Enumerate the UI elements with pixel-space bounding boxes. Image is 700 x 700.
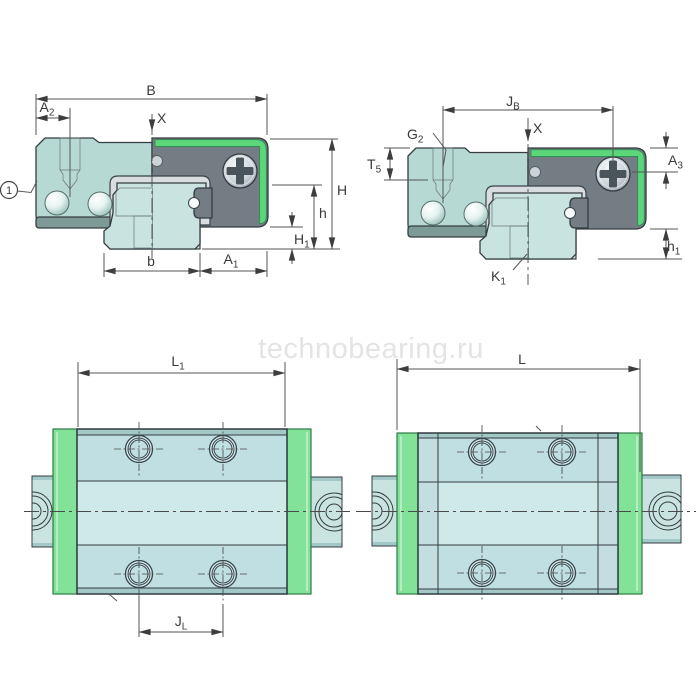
rail-edge-band [311,543,342,547]
rail-slot-lower [509,225,529,259]
carriage-edge-strip [77,429,287,435]
lube-port-icon [151,155,163,167]
rail-hole-ring [318,496,342,528]
rail-edge-band [372,542,398,546]
dim-X-label: X [533,120,543,136]
rail-hole-bore [372,502,383,520]
seal-lip-tab [193,187,213,219]
G2-leader [432,132,447,168]
rail-hole-ring [372,491,394,531]
carriage-underside-shadow [35,216,116,229]
edge-tick [108,593,118,602]
dim-JB-label: JB [506,93,520,113]
mounting-hole [198,422,248,476]
rail-hole-bore [658,501,678,521]
rail-edge-band [311,477,342,481]
dim-h-label: h [319,205,327,221]
dim-A1-label: A1 [224,251,239,271]
seal-plate-strip [598,433,618,594]
end-seal-strip [154,139,267,224]
fixing-bore-counterbore [59,137,81,190]
dim-L1-label: L1 [171,353,185,373]
mounting-hole [114,422,164,476]
carriage-edge-strip [77,588,287,594]
rail-stub-body [641,475,681,543]
rail-hole-ring [314,492,342,532]
carriage-mid-band [438,482,598,545]
dim-H-label: H [337,182,347,198]
rail-hole-bore [32,502,42,520]
carriage-underside-shadow [407,225,489,238]
end-cap-right [617,432,643,595]
screw-cross-vertical [236,157,244,185]
dim-L-label: L [518,351,526,367]
dim-H1-label: H1 [294,231,310,251]
carriage-mid-band [77,481,287,545]
rail-stub-left [372,476,398,546]
rail-edge-band [32,476,56,480]
position-callout [0,180,19,200]
carriage-outline [417,432,619,595]
mounting-hole [114,547,164,601]
rail-edge-band [641,475,681,479]
screw-cross-vertical [609,160,617,188]
rail-hole-ring [372,495,390,527]
mounting-hole [457,425,507,479]
K1-leader [512,253,528,271]
seal-lip-notch [188,197,200,209]
dim-X-label: X [157,110,167,126]
carriage-edge-strip [418,589,618,594]
rail-hole-ring [652,495,681,527]
dim-K1-label: K1 [491,268,506,288]
lube-port-icon [529,166,541,178]
dim-b-label: b [147,253,155,269]
view-plan-left: L1 JL [24,353,350,637]
dim-h1-label: h1 [667,238,681,258]
view-cross-section-right: JB X G2 T5 A3 h1 K1 [367,93,683,288]
dim-A2-label: A2 [40,99,55,119]
seal-lip-notch [564,207,576,219]
rail-edge-band [372,476,398,480]
mounting-hole [198,547,248,601]
view-cross-section-left: B A2 X H h H1 b A1 1 [0,82,347,277]
ball-icon [44,190,70,216]
screw-bevel-ring [225,156,255,186]
watermark: technobearing.ru [258,333,484,365]
rail-hole-ring [32,495,49,527]
rail-stub-right [641,475,681,543]
seal-lip-tab [569,197,589,229]
ball-icon [87,191,113,217]
rail-edge-band [641,539,681,543]
rail-edge-band [32,543,56,547]
position-callout-number: 1 [6,185,12,197]
mounting-holes [114,422,248,601]
mounting-hole [537,546,587,600]
mounting-hole [457,546,507,600]
rail-stub-body [372,476,398,546]
dim-JL-label: JL [175,613,188,633]
edge-tick [535,425,542,432]
rail-hole-bore [325,503,342,521]
dim-T5-label: T5 [367,156,382,176]
end-cap-left [396,432,419,595]
rail-hole-ring [648,491,681,531]
dim-B-label: B [146,82,155,98]
seal-plate-strip [418,433,438,594]
view-plan-right: L [356,351,696,600]
dim-A3-label: A3 [668,152,683,172]
fixing-bore-counterbore [432,147,454,200]
dim-G2-label: G2 [407,126,424,146]
carriage-edge-strip [418,433,618,438]
ball-icon [463,201,489,227]
ball-icon [420,200,446,226]
callout-leader [17,180,38,194]
rail-stub-right [311,477,342,547]
mounting-hole [537,425,587,479]
end-seal-strip [530,149,645,226]
rail-slot-lower [133,215,153,249]
mounting-holes [457,425,587,600]
rail-hole-ring [32,491,53,531]
